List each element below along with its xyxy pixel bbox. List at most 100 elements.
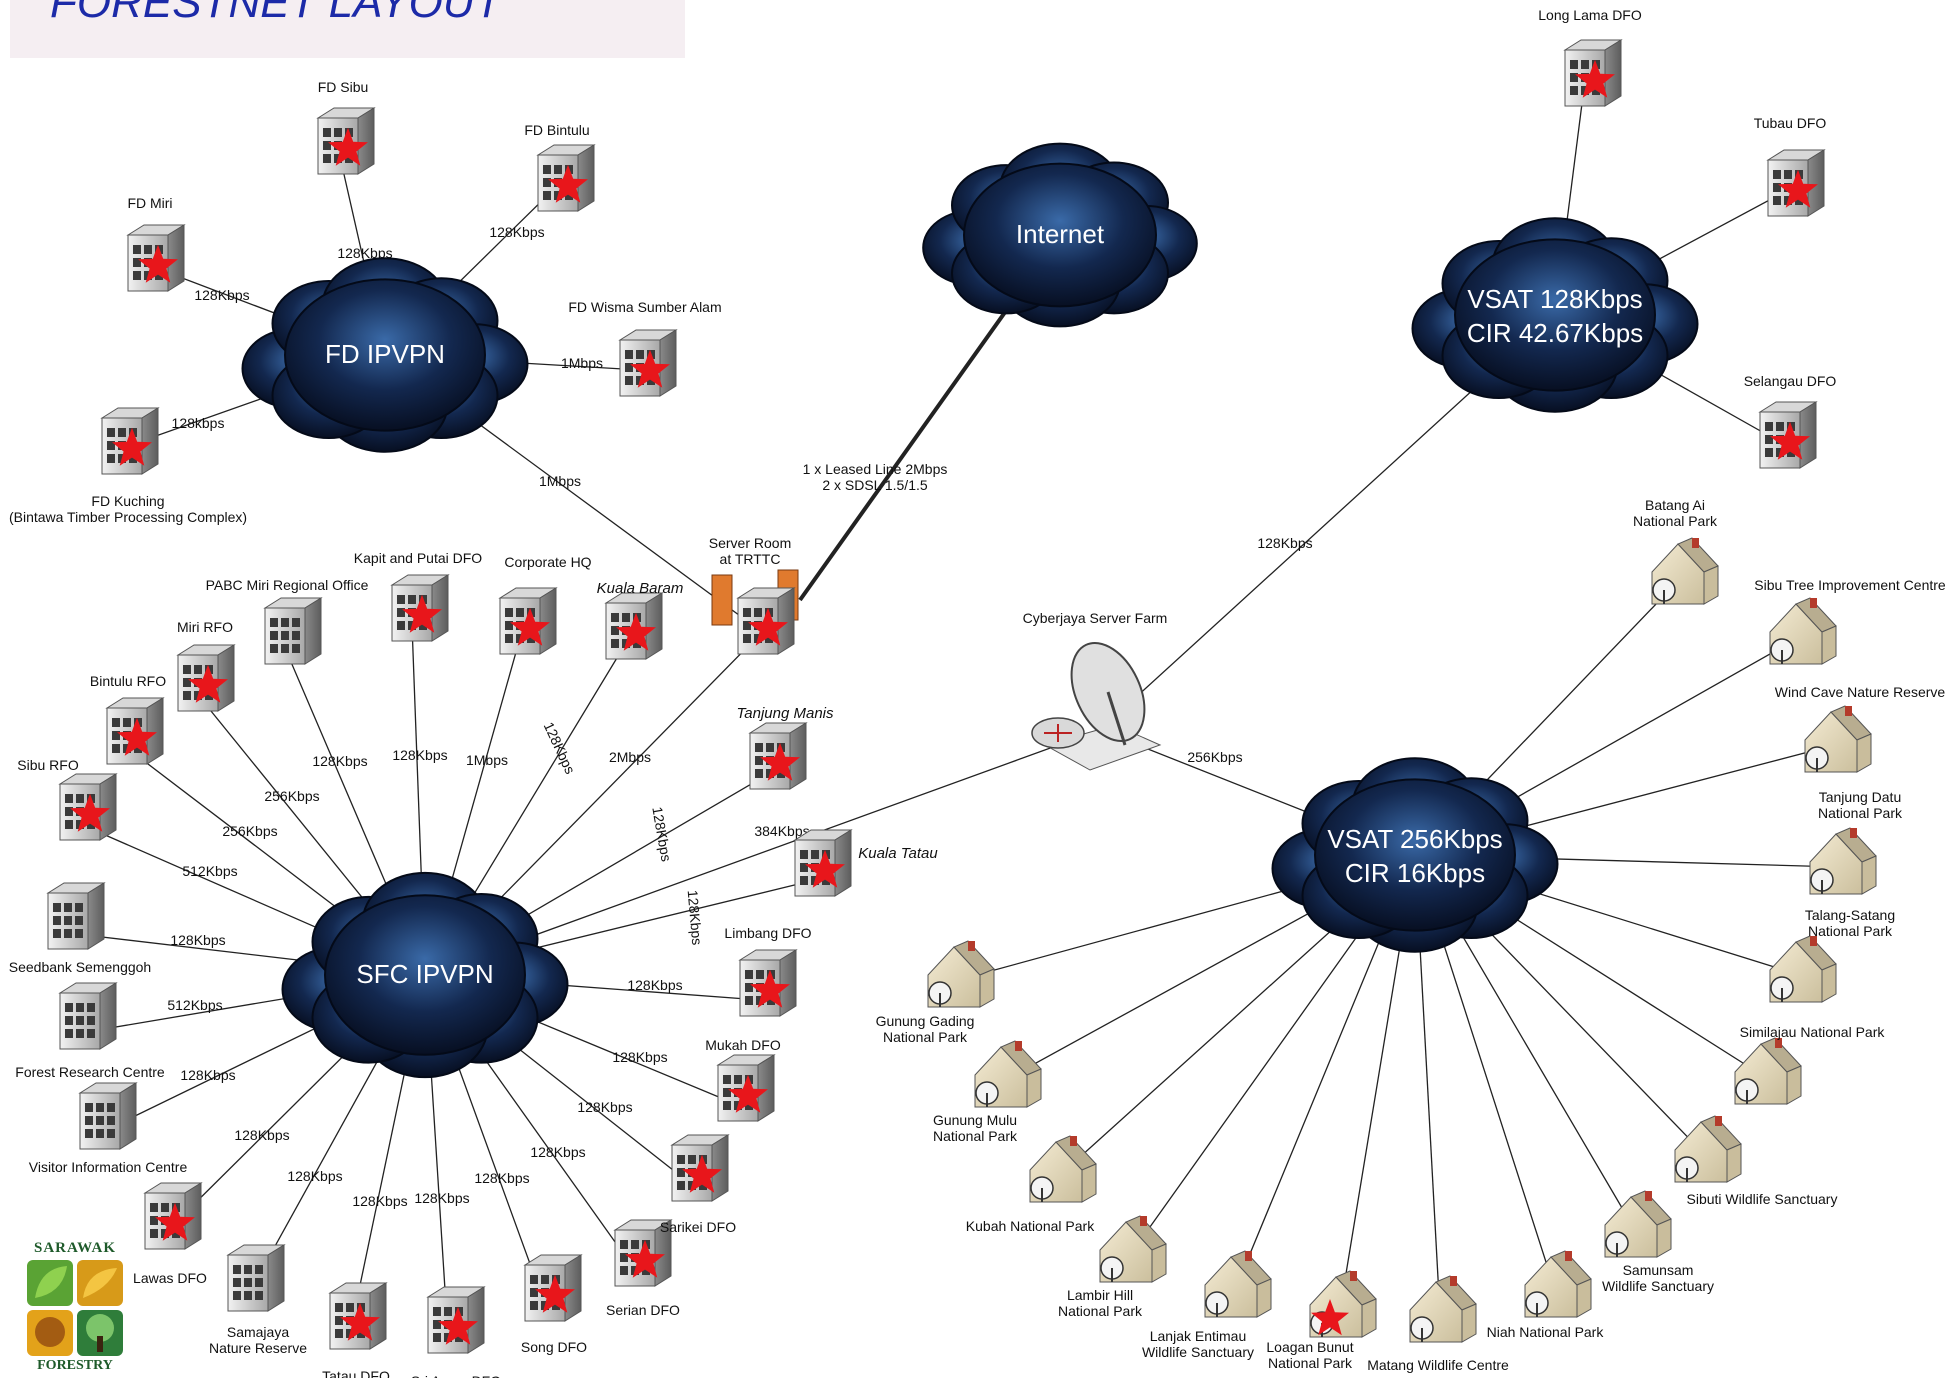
serian-server — [613, 1219, 673, 1287]
link-speed-label: 384Kbps — [754, 823, 809, 839]
link-speed-label: 128Kbps — [180, 1067, 235, 1083]
fd-wisma-server — [618, 329, 678, 397]
red-star-icon — [340, 1302, 380, 1341]
kubah-site — [1029, 1135, 1097, 1203]
kuala-tatau-label: Kuala Tatau — [858, 845, 938, 862]
sibu-tree-label: Sibu Tree Improvement Centre — [1754, 577, 1946, 593]
red-star-icon — [535, 1274, 575, 1313]
link-speed-label: 256Kbps — [222, 823, 277, 839]
song-server — [523, 1254, 583, 1322]
red-star-icon — [750, 969, 790, 1008]
red-star-icon — [328, 127, 368, 166]
red-star-icon — [117, 717, 157, 756]
limbang-server — [738, 949, 798, 1017]
similajau-label: Similajau National Park — [1740, 1024, 1886, 1040]
red-star-icon — [1778, 169, 1818, 208]
pabc-miri-server — [263, 597, 323, 665]
server-room-server — [736, 587, 796, 655]
sfc-ipvpn-cloud-label: SFC IPVPN — [356, 959, 493, 989]
kapit-server — [390, 574, 450, 642]
seedbank-label: Seedbank Semenggoh — [9, 959, 151, 975]
tatau-label: Tatau DFO — [322, 1368, 390, 1378]
sibu-rfo-server — [58, 773, 118, 841]
fd-ipvpn-cloud-label: FD IPVPN — [325, 339, 445, 369]
tubau-server — [1766, 149, 1826, 217]
sibu-tree-site — [1769, 597, 1837, 665]
selangau-server — [1758, 401, 1818, 469]
mukah-server — [716, 1054, 776, 1122]
fd-bintulu-label: FD Bintulu — [524, 122, 589, 138]
link-speed-label: 512Kbps — [167, 997, 222, 1013]
wind-cave-site — [1804, 705, 1872, 773]
red-star-icon — [682, 1154, 722, 1193]
link-speed-label: 128kbps — [172, 415, 225, 431]
batang-ai-site — [1651, 537, 1719, 605]
niah-site — [1524, 1250, 1592, 1318]
internet-cloud-label: Internet — [1016, 219, 1105, 249]
corporate-hq-server — [498, 587, 558, 655]
tanjung-manis-label: Tanjung Manis — [736, 705, 834, 722]
link-speed-label: 128Kbps — [649, 806, 674, 863]
miri-rfo-label: Miri RFO — [177, 619, 233, 635]
link-speed-label: 128Kbps — [287, 1168, 342, 1184]
cyberjaya-server-farm-node — [1031, 641, 1162, 771]
song-label: Song DFO — [521, 1339, 587, 1355]
sibuti-label: Sibuti Wildlife Sanctuary — [1687, 1191, 1838, 1207]
link-speed-label: 128Kbps — [685, 889, 706, 945]
fd-sibu-label: FD Sibu — [318, 79, 369, 95]
link-speed-label: 128Kbps — [627, 977, 682, 993]
bintulu-rfo-label: Bintulu RFO — [90, 673, 166, 689]
red-star-icon — [1575, 59, 1615, 98]
red-star-icon — [1311, 1299, 1349, 1336]
kuala-tatau-server — [793, 829, 853, 897]
link-speed-label: 1Mbps — [539, 473, 581, 489]
forest-research-server — [58, 982, 118, 1050]
link-speed-label: 128Kbps — [1257, 535, 1312, 551]
wind-cave-label: Wind Cave Nature Reserve — [1775, 684, 1946, 700]
link-speed-label: 128Kbps — [414, 1190, 469, 1206]
link-speed-label: 128Kbps — [489, 224, 544, 240]
red-star-icon — [728, 1074, 768, 1113]
tubau-label: Tubau DFO — [1754, 115, 1827, 131]
link-speed-label: 128Kbps — [577, 1099, 632, 1115]
page-title: FORESTNET LAYOUT — [50, 0, 502, 27]
red-star-icon — [548, 164, 588, 203]
logo-bottom-text: FORESTRY — [37, 1358, 113, 1373]
serian-label: Serian DFO — [606, 1302, 680, 1318]
cyberjaya-label: Cyberjaya Server Farm — [1023, 610, 1168, 626]
visitor-info-server — [78, 1082, 138, 1150]
red-star-icon — [70, 793, 110, 832]
link-speed-label: 128Kbps — [541, 719, 579, 776]
link-speed-label: 128Kbps — [392, 747, 447, 763]
limbang-label: Limbang DFO — [724, 925, 811, 941]
kapit-label: Kapit and Putai DFO — [354, 550, 483, 566]
red-star-icon — [625, 1239, 665, 1278]
link-speed-label: 128Kbps — [312, 753, 367, 769]
sri-aman-label: Sri Aman DFO — [411, 1373, 501, 1378]
link-speed-label: 256Kbps — [1187, 749, 1242, 765]
fd-bintulu-server — [536, 144, 596, 212]
lanjak-entimau-site — [1204, 1250, 1272, 1318]
link-speed-label: 128Kbps — [474, 1170, 529, 1186]
lambir-hill-site — [1099, 1215, 1167, 1283]
talang-satang-site — [1769, 935, 1837, 1003]
logo-top-text: SARAWAK — [33, 1240, 116, 1256]
fd-wisma-label: FD Wisma Sumber Alam — [568, 299, 721, 315]
sri-aman-server — [426, 1286, 486, 1354]
red-star-icon — [438, 1306, 478, 1345]
red-star-icon — [805, 849, 845, 888]
visitor-info-label: Visitor Information Centre — [29, 1159, 188, 1175]
sibu-rfo-label: Sibu RFO — [17, 757, 79, 773]
